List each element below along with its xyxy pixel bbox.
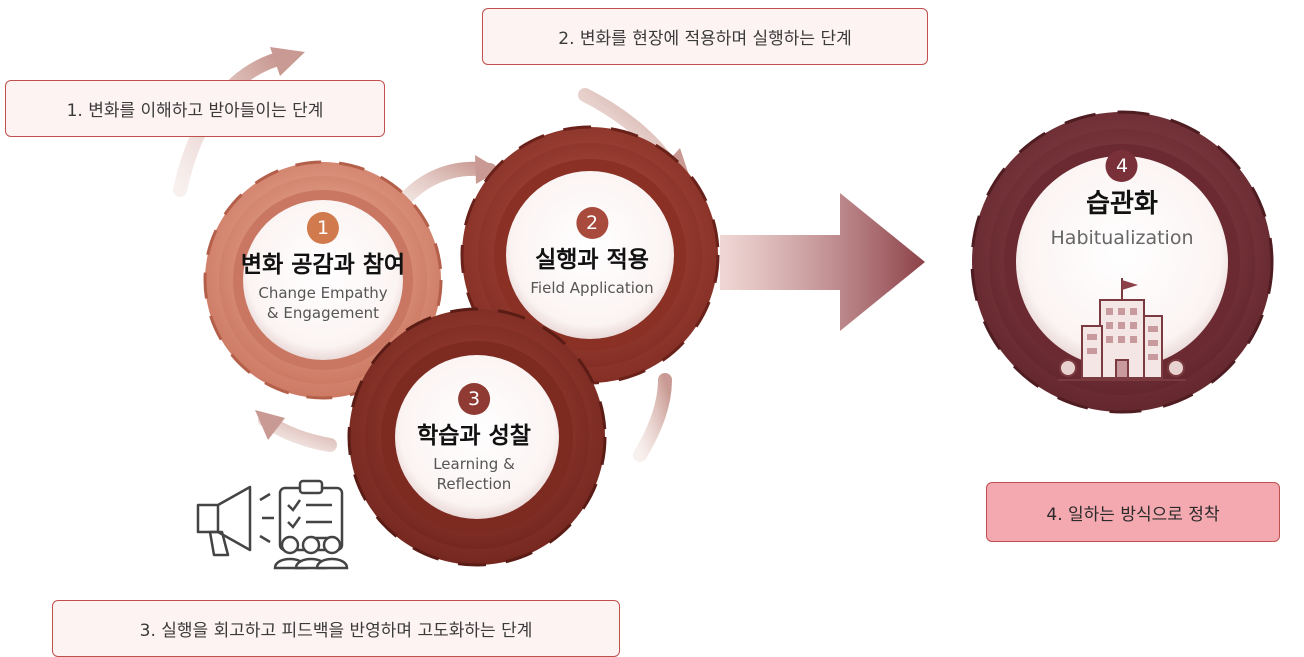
- step-number-badge: 4: [1105, 150, 1138, 182]
- gear-4-label: 4 습관화 Habitualization: [1050, 150, 1194, 251]
- gear-subtitle: Learning & Reflection: [433, 455, 515, 493]
- step1-callout: 1. 변화를 이해하고 받아들이는 단계: [5, 80, 385, 137]
- gear-1: [203, 160, 443, 400]
- big-arrow: [720, 193, 925, 331]
- step2-callout: 2. 변화를 현장에 적용하며 실행하는 단계: [482, 8, 928, 65]
- team-people-icon: [273, 535, 349, 570]
- step4-callout: 4. 일하는 방식으로 정착: [986, 482, 1280, 542]
- gear-3-label: 3 학습과 성찰 Learning & Reflection: [417, 383, 531, 494]
- step3-callout: 3. 실행을 회고하고 피드백을 반영하며 고도화하는 단계: [52, 600, 620, 657]
- gear-title: 실행과 적용: [535, 247, 649, 273]
- gear-subtitle: Change Empathy & Engagement: [258, 284, 388, 322]
- megaphone-icon: [196, 485, 274, 557]
- gear-3: [347, 307, 607, 567]
- gear-2-label: 2 실행과 적용 Field Application: [530, 207, 654, 299]
- gear-4: [970, 110, 1274, 414]
- step-number-badge: 2: [575, 207, 608, 239]
- gear-title: 습관화: [1086, 189, 1158, 219]
- office-building-flag-icon: [1058, 278, 1186, 381]
- gear-subtitle: Habitualization: [1050, 226, 1194, 249]
- gear-1-label: 1 변화 공감과 참여 Change Empathy & Engagement: [241, 212, 405, 323]
- step-number-badge: 1: [306, 212, 339, 244]
- gear-subtitle: Field Application: [530, 279, 654, 298]
- step-number-badge: 3: [458, 383, 490, 415]
- gear-title: 변화 공감과 참여: [240, 252, 406, 278]
- gear-title: 학습과 성찰: [417, 423, 531, 449]
